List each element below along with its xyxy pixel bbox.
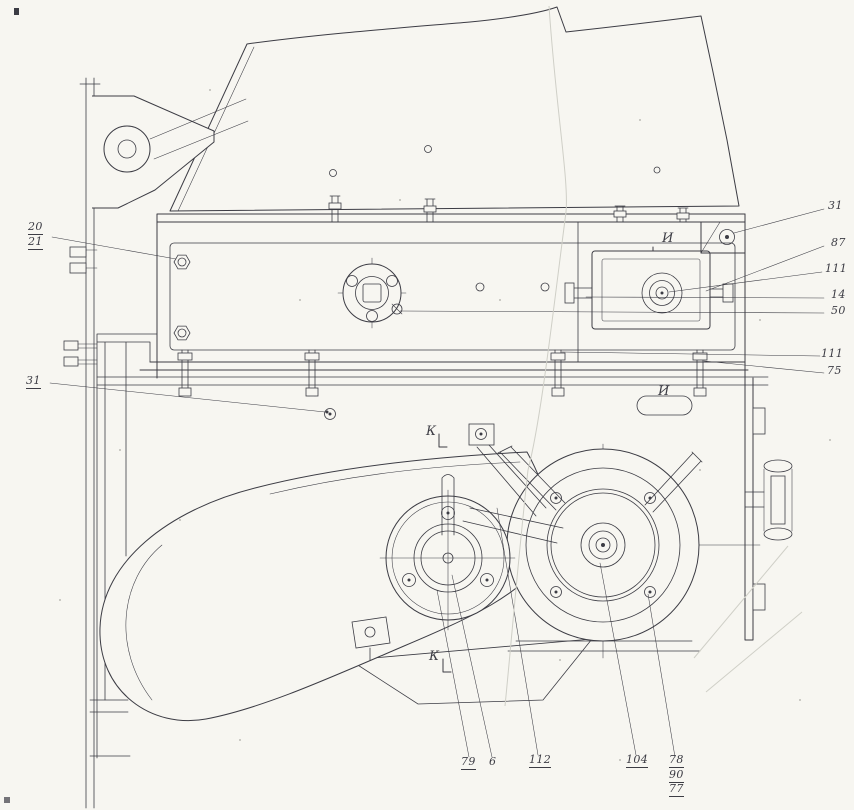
callout-111-lower: 111 — [821, 347, 844, 360]
handwheel — [744, 407, 793, 611]
callout-77: 77 — [669, 782, 684, 797]
callout-78: 78 — [669, 753, 684, 768]
section-marker-i-upper: И — [662, 231, 674, 246]
shaft-flange — [337, 257, 407, 329]
belt-lines — [462, 444, 564, 544]
callout-90: 90 — [669, 768, 684, 783]
scan-artifacts — [4, 5, 831, 803]
callout-50: 50 — [831, 304, 846, 317]
drive-motor-mount — [564, 221, 746, 330]
callout-112: 112 — [529, 753, 552, 768]
callout-20: 20 — [28, 220, 43, 235]
callout-21: 21 — [28, 235, 43, 250]
leader-lines — [49, 208, 825, 758]
callout-31-right: 31 — [828, 199, 843, 212]
deflector-sheet — [348, 638, 593, 705]
tension-pulley — [379, 474, 516, 631]
callout-14: 14 — [831, 288, 846, 301]
section-marker-i-lower: И — [658, 384, 670, 399]
top-panel — [169, 6, 740, 212]
callout-75: 75 — [827, 364, 842, 377]
gearbox-pulley — [391, 443, 761, 659]
callout-87: 87 — [831, 236, 846, 249]
section-marker-k-upper: К — [426, 424, 437, 439]
mounting-bracket — [92, 95, 249, 209]
section-marker-k-lower: К — [429, 649, 440, 664]
callout-104: 104 — [626, 753, 649, 768]
callout-6: 6 — [489, 755, 497, 768]
callout-79: 79 — [461, 755, 476, 770]
callout-31-left: 31 — [26, 374, 41, 389]
section-marker-ticks — [438, 433, 452, 673]
callout-111-upper: 111 — [825, 262, 848, 275]
